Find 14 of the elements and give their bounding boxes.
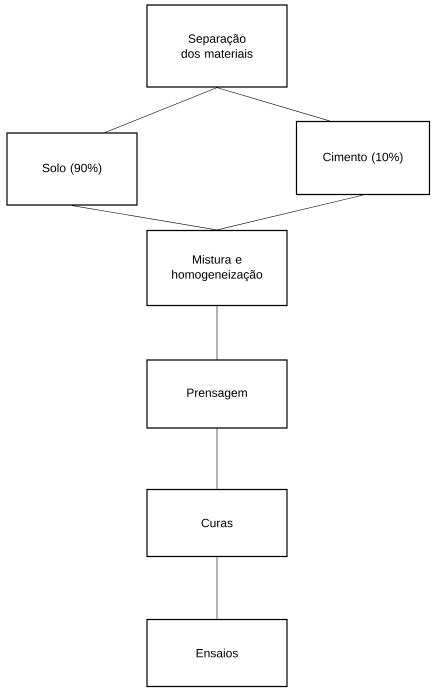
process-box: Curas [146, 488, 288, 558]
connector-line [216, 194, 364, 230]
connector-line [72, 205, 218, 230]
connector-line [216, 556, 218, 620]
process-box: Mistura e homogeneização [146, 230, 288, 306]
connector-line [216, 87, 330, 122]
process-box: Prensagem [146, 359, 288, 429]
connector-line [216, 306, 218, 360]
connector-line [216, 428, 218, 490]
process-box: Ensaios [146, 618, 288, 688]
process-box: Cimento (10%) [296, 120, 430, 196]
connector-line [105, 87, 218, 133]
process-box: Separação dos materiais [146, 4, 288, 88]
process-box: Solo (90%) [6, 132, 138, 206]
